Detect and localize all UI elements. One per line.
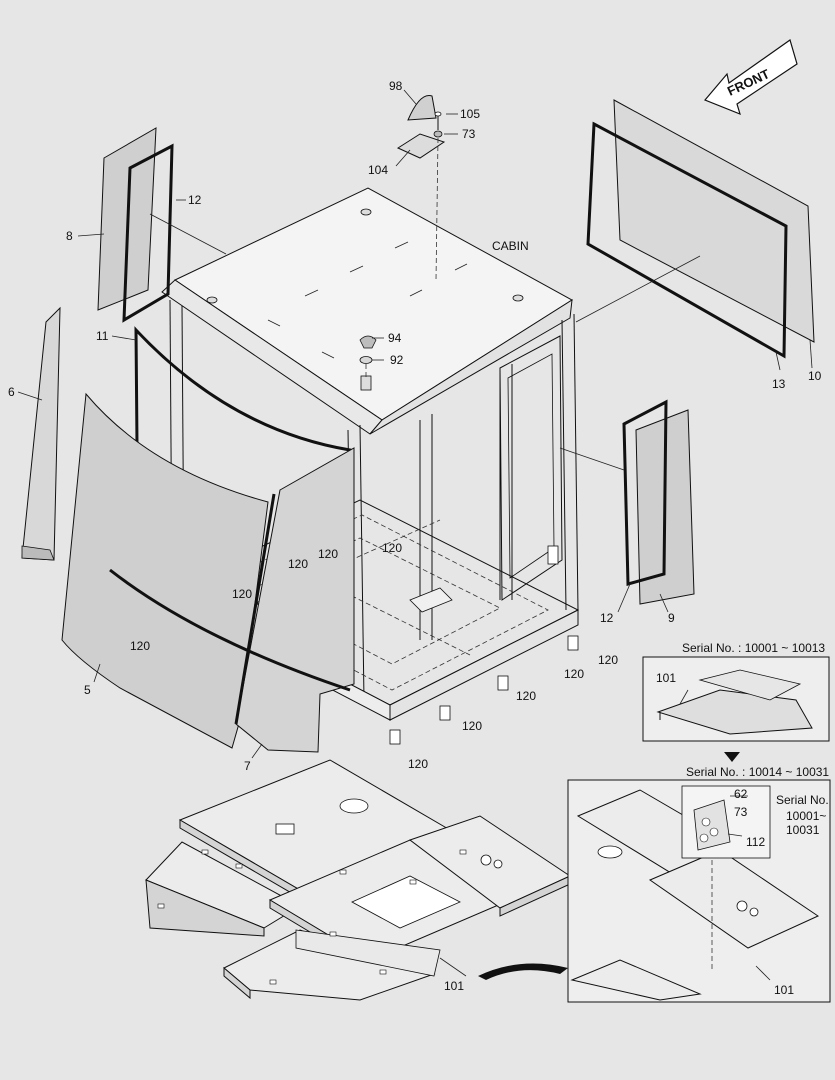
inset-box-1 <box>642 656 830 762</box>
label-7: 7 <box>244 759 251 773</box>
label-94: 94 <box>388 331 402 345</box>
label-73: 73 <box>462 127 476 141</box>
label-10: 10 <box>808 369 822 383</box>
label-120: 120 <box>288 557 308 571</box>
label-13: 13 <box>772 377 786 391</box>
inset2-part-label: 101 <box>774 983 794 997</box>
label-120: 120 <box>130 639 150 653</box>
leader-lines <box>17 89 813 981</box>
label-120: 120 <box>462 719 482 733</box>
inset-box-2 <box>567 779 831 1003</box>
right-side-window <box>622 399 695 605</box>
label-120: 120 <box>408 757 428 771</box>
label-120: 120 <box>232 587 252 601</box>
label-6: 6 <box>8 385 15 399</box>
inset2-note-line3: 10031 <box>786 823 820 837</box>
label-8: 8 <box>66 229 73 243</box>
antenna-assembly <box>359 95 446 380</box>
label-104: 104 <box>368 163 388 177</box>
label-92: 92 <box>390 353 404 367</box>
label-120: 120 <box>318 547 338 561</box>
label-120: 120 <box>516 689 536 703</box>
label-12-left: 12 <box>188 193 202 207</box>
inset1-header: Serial No. : 10001 ~ 10013 <box>682 641 825 655</box>
label-cabin: CABIN <box>492 239 529 253</box>
label-9: 9 <box>668 611 675 625</box>
inset2-label-73: 73 <box>734 805 748 819</box>
inset2-note-line1: Serial No. <box>776 793 829 807</box>
inset1-part-label: 101 <box>656 671 676 685</box>
label-12-right: 12 <box>600 611 614 625</box>
rear-window <box>586 99 815 359</box>
left-side-window <box>97 127 174 323</box>
label-120: 120 <box>564 667 584 681</box>
inset2-label-62: 62 <box>734 787 748 801</box>
inset2-note-line2: 10001~ <box>786 809 826 823</box>
label-120: 120 <box>598 653 618 667</box>
label-105: 105 <box>460 107 480 121</box>
label-11: 11 <box>96 329 109 343</box>
label-98: 98 <box>389 79 403 93</box>
front-lower-glass <box>61 392 355 753</box>
label-120: 120 <box>382 541 402 555</box>
inset2-label-112: 112 <box>746 835 765 849</box>
side-glass-strip <box>21 306 61 561</box>
inset2-header: Serial No. : 10014 ~ 10031 <box>686 765 829 779</box>
label-101-main: 101 <box>444 979 464 993</box>
front-arrow: FRONT <box>704 39 798 116</box>
label-5: 5 <box>84 683 91 697</box>
floor-mat <box>145 759 572 1001</box>
